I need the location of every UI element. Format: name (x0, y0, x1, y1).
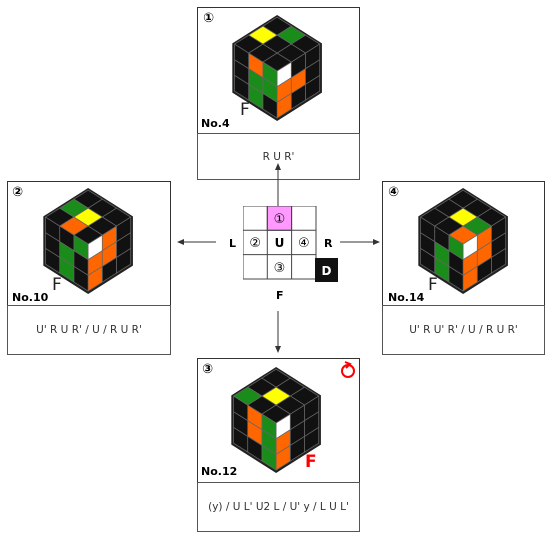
sticker-left (73, 266, 89, 292)
label-F: F (276, 289, 284, 302)
sticker-left (261, 445, 277, 471)
cell-center-label: U (275, 236, 285, 250)
sticker-top (261, 404, 291, 424)
sticker-right (116, 248, 132, 274)
center-grid: ① ② U ④ ③ D (243, 206, 338, 282)
label-R: R (324, 237, 333, 250)
cube-left (43, 187, 133, 295)
label-L: L (229, 237, 237, 250)
formula-right: U' R U' R' / U / R U R' (382, 305, 545, 355)
cell-left-label: ② (249, 236, 261, 251)
sticker-left (262, 93, 278, 119)
panel-top-case: No.4 (201, 117, 230, 130)
panel-right-case: No.14 (388, 291, 425, 304)
panel-left-number: ② (12, 185, 24, 200)
cell-bottom-label: ③ (274, 261, 286, 276)
face-label-bottom: F (305, 452, 317, 472)
cell-top-label: ① (274, 212, 286, 227)
cube-top (232, 14, 322, 122)
arrow-up-icon (275, 163, 281, 206)
panel-bottom-case: No.12 (201, 465, 238, 478)
cube-right (418, 187, 508, 295)
arrow-right-icon (340, 239, 380, 245)
cell-D-label: D (322, 264, 332, 278)
cube-bottom (231, 366, 321, 474)
sticker-top (73, 225, 103, 245)
face-label-top: F (240, 100, 250, 120)
face-label-right: F (428, 275, 438, 295)
sticker-top (448, 225, 478, 245)
arrow-left-icon (177, 239, 216, 245)
sticker-left (448, 266, 464, 292)
formula-bottom: (y) / U L' U2 L / U' y / L U L' (197, 482, 360, 532)
panel-left-case: No.10 (12, 291, 49, 304)
sticker-right (305, 75, 321, 101)
cell-right-label: ④ (298, 236, 310, 251)
panel-top-number: ① (203, 11, 215, 26)
cell-D (315, 258, 338, 282)
sticker-top (262, 52, 292, 72)
rotate-icon (341, 361, 355, 378)
sticker-right (491, 248, 507, 274)
arrow-down-icon (275, 311, 281, 353)
panel-bottom-number: ③ (202, 362, 214, 377)
formula-left: U' R U R' / U / R U R' (7, 305, 171, 355)
sticker-right (304, 427, 320, 453)
face-label-left: F (52, 275, 62, 295)
panel-right-number: ④ (388, 185, 400, 200)
